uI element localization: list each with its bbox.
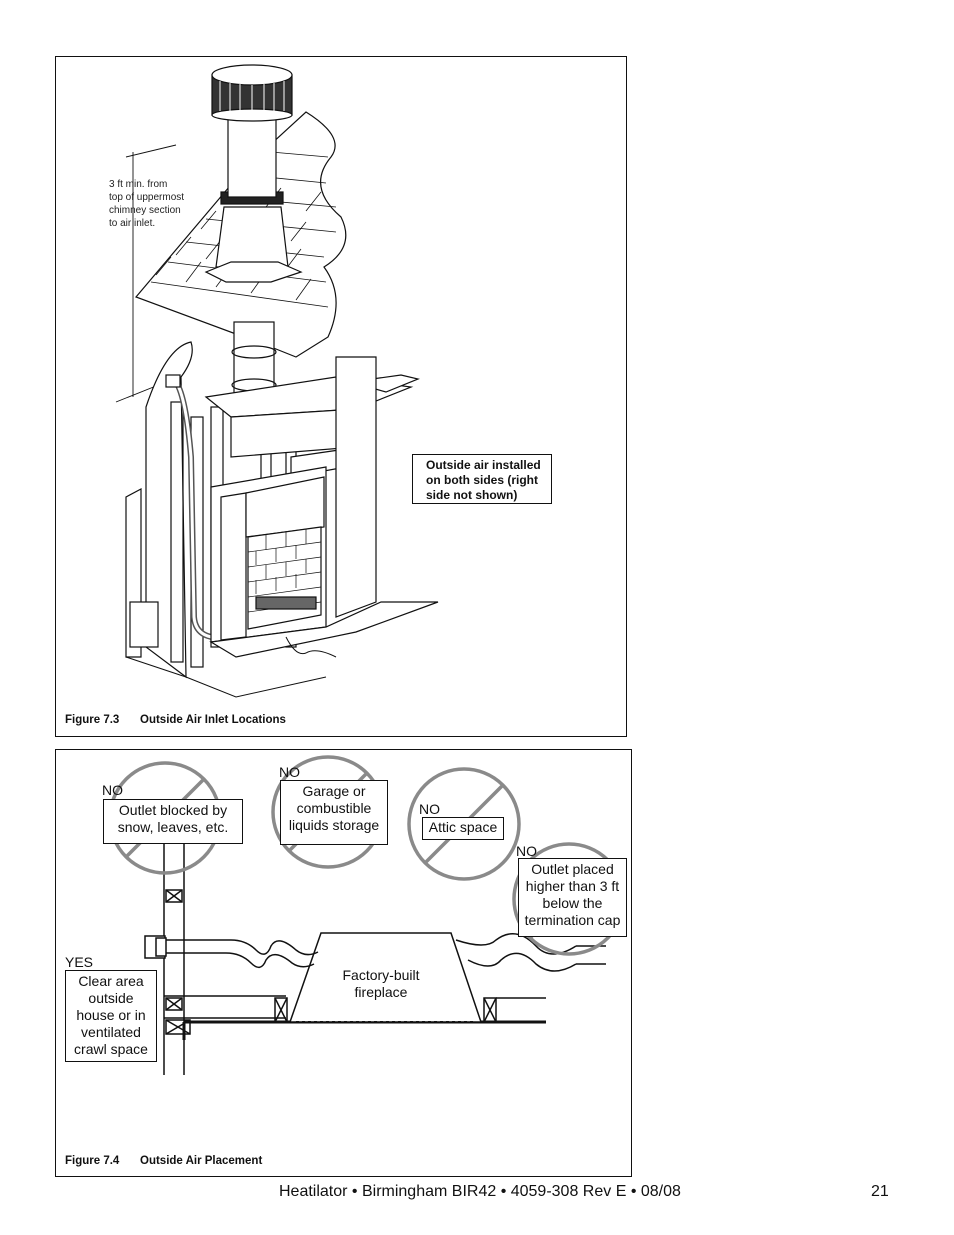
box-clear-area: Clear area outside house or in ventilate… (65, 970, 157, 1062)
box-outlet-higher: Outlet placed higher than 3 ft below the… (518, 858, 627, 937)
box-line: Clear area (78, 973, 144, 989)
box-line: Garage or (302, 783, 366, 799)
tag-yes-clear: YES (65, 954, 94, 970)
tag-no-higher: NO (516, 843, 537, 859)
chimney-clearance-annotation: 3 ft min. from top of uppermost chimney … (109, 178, 184, 230)
box-line: ventilated (81, 1024, 141, 1040)
annotation-line: to air inlet. (109, 218, 156, 229)
fireplace-label: Factory-built fireplace (326, 967, 436, 1001)
tag-no-garage: NO (279, 764, 300, 780)
tag-no-attic: NO (419, 801, 440, 817)
callout-line: side not shown) (426, 488, 518, 502)
figure-7-4: NO Outlet blocked by snow, leaves, etc. … (55, 749, 632, 1177)
box-line: higher than 3 ft (525, 878, 620, 894)
callout-line: on both sides (right (426, 473, 538, 487)
box-line: combustible (296, 800, 372, 816)
fireplace-line: Factory-built (342, 967, 420, 983)
box-line: Outlet placed (531, 861, 614, 877)
box-attic: Attic space (422, 817, 504, 840)
figure-number: Figure 7.4 (65, 1155, 120, 1167)
figure-caption: Figure 7.3 Outside Air Inlet Locations (65, 714, 286, 726)
box-line: house or in (76, 1007, 146, 1023)
both-sides-callout: Outside air installed on both sides (rig… (412, 454, 552, 504)
box-line: snow, leaves, etc. (117, 819, 229, 835)
footer-page-number: 21 (871, 1183, 889, 1200)
box-line: outside (88, 990, 134, 1006)
box-line: crawl space (74, 1041, 148, 1057)
fireplace-line: fireplace (354, 984, 408, 1000)
chimney-installation-illustration (115, 64, 439, 698)
box-garage: Garage or combustible liquids storage (280, 780, 388, 845)
annotation-line: 3 ft min. from (109, 179, 168, 190)
tag-no-snow: NO (102, 782, 123, 798)
annotation-line: top of uppermost (109, 192, 185, 203)
box-line: Outlet blocked by (118, 802, 228, 818)
annotation-line: chimney section (109, 205, 181, 216)
box-snow-leaves: Outlet blocked by snow, leaves, etc. (103, 799, 243, 844)
figure-number: Figure 7.3 (65, 714, 120, 726)
figure-caption: Figure 7.4 Outside Air Placement (65, 1155, 262, 1167)
figure-title: Outside Air Inlet Locations (140, 714, 286, 726)
box-line: liquids storage (288, 817, 380, 833)
figure-7-3: 3 ft min. from top of uppermost chimney … (55, 56, 627, 737)
box-line: termination cap (524, 912, 621, 928)
box-line: Attic space (428, 819, 498, 835)
footer-document-info: Heatilator • Birmingham BIR42 • 4059-308… (279, 1183, 681, 1200)
box-line: below the (542, 895, 603, 911)
callout-line: Outside air installed (426, 458, 541, 472)
figure-title: Outside Air Placement (140, 1155, 263, 1167)
